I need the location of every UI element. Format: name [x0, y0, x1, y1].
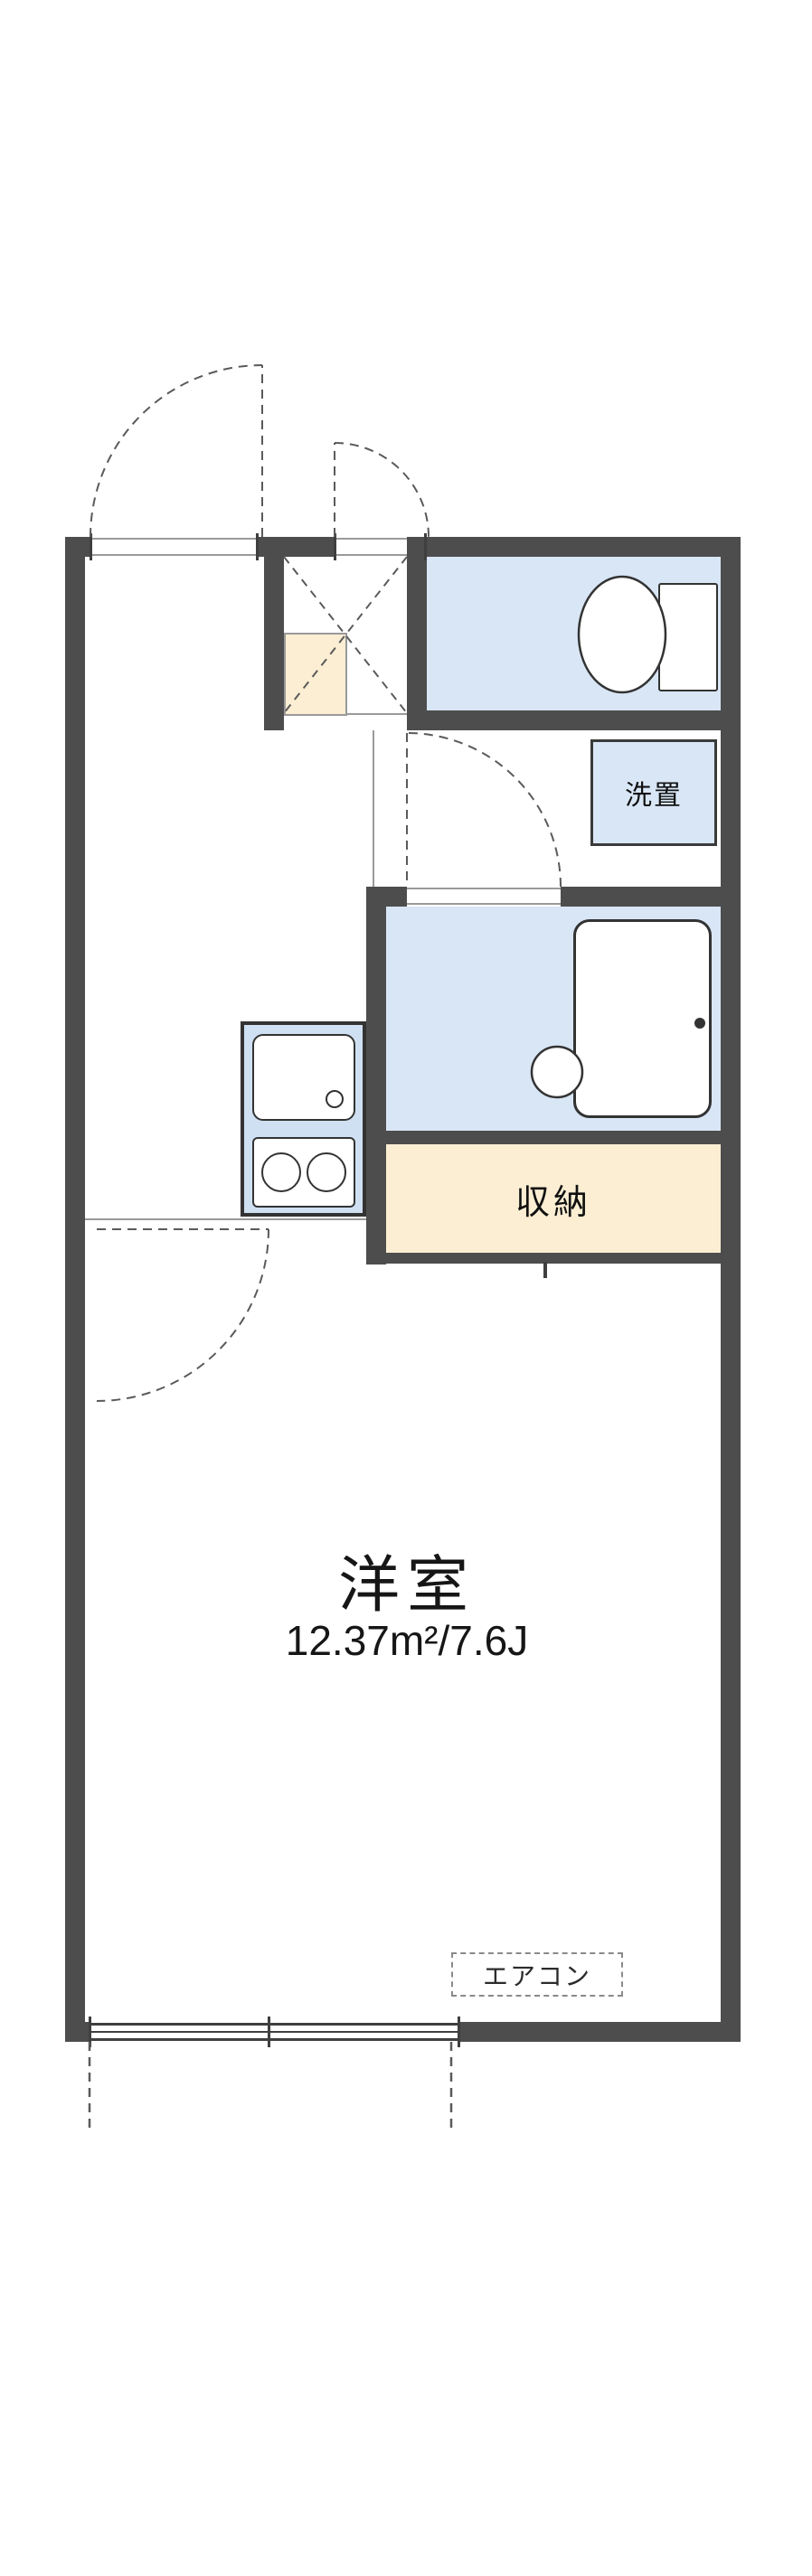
entry-step: [284, 633, 347, 716]
bath-top-wall-left: [366, 887, 407, 907]
kitchen-sink: [252, 1034, 355, 1121]
closet-door-center-tick: [543, 1262, 547, 1278]
washroom-left-boundary-line: [373, 730, 374, 887]
outer-wall-right: [721, 537, 741, 2042]
top-opening-tick: [424, 533, 427, 560]
outer-wall-left: [65, 537, 85, 2042]
top-opening-entry-inner-line: [335, 554, 425, 556]
bottom-window-tick: [268, 2017, 270, 2047]
bottom-window-glass-line: [90, 2031, 459, 2033]
main-room-label: 洋室: [337, 1551, 476, 1620]
bath-door-opening-line: [407, 888, 561, 889]
bath-door-arc: [406, 732, 562, 888]
top-opening-left-inner-line: [90, 554, 258, 556]
outer-wall-bottom-segment: [65, 2022, 90, 2042]
bathtub: [573, 919, 712, 1118]
door-swing-left-arc: [90, 364, 263, 538]
closet-area: 収納: [386, 1144, 721, 1253]
center-vertical-wall: [366, 907, 386, 1264]
outer-wall-top-segment: [65, 537, 90, 557]
aircon-space: エアコン: [451, 1952, 623, 1997]
bath-top-wall-right: [561, 887, 721, 907]
bottom-window-inner-line: [90, 2038, 459, 2041]
door-swing-entry-arc: [334, 442, 430, 538]
outer-wall-bottom-segment: [459, 2022, 741, 2042]
main-room-size: 12.37m²/7.6J: [285, 1617, 529, 1664]
top-opening-tick: [90, 533, 92, 560]
top-opening-tick: [256, 533, 259, 560]
laundry-machine-space: 洗置: [590, 739, 717, 846]
bottom-window-tick: [458, 2017, 460, 2047]
top-opening-left-outer-line: [90, 538, 258, 540]
toilet-bottom-wall: [407, 710, 721, 730]
kitchen-room-opening-line: [85, 1218, 374, 1220]
entry-left-wall: [264, 537, 284, 730]
outer-wall-top-segment: [425, 537, 741, 557]
closet-label: 収納: [515, 1183, 591, 1222]
entry-right-wall: [407, 537, 427, 730]
bottom-window-outer-line: [90, 2023, 459, 2026]
top-opening-entry-outer-line: [335, 538, 425, 540]
bottom-window-tick: [89, 2017, 91, 2047]
bath-bottom-wall: [386, 1131, 721, 1144]
laundry-label: 洗置: [625, 781, 683, 811]
top-opening-tick: [334, 533, 336, 560]
aircon-label: エアコン: [482, 1961, 591, 1990]
kitchen-stove: [252, 1137, 355, 1208]
toilet-tank: [658, 583, 718, 691]
bath-door-opening-line: [407, 903, 561, 905]
room-door-arc: [96, 1228, 269, 1402]
closet-bottom-line: [366, 1253, 721, 1264]
